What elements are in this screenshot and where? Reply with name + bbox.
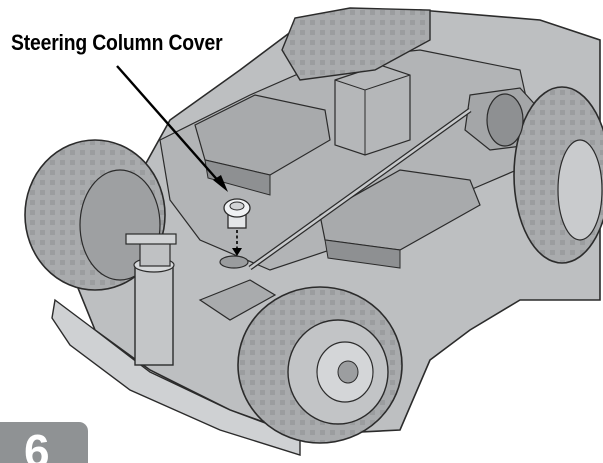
front-kingpin	[125, 233, 177, 366]
rear-left-wheel	[281, 7, 431, 81]
steering-column-mount	[219, 255, 249, 269]
rear-right-wheel	[513, 86, 603, 264]
install-direction-arrow	[232, 230, 242, 256]
rear-axle-hub	[486, 93, 524, 147]
callout-label: Steering Column Cover	[11, 30, 223, 55]
step-number: 6	[24, 425, 50, 463]
steering-column-cover-part	[223, 198, 251, 229]
steering-linkage	[198, 279, 277, 321]
front-bumper	[51, 298, 301, 456]
front-right-wheel	[237, 286, 403, 444]
step-number-badge: 6	[0, 422, 88, 463]
callout-arrow-icon	[116, 65, 228, 192]
